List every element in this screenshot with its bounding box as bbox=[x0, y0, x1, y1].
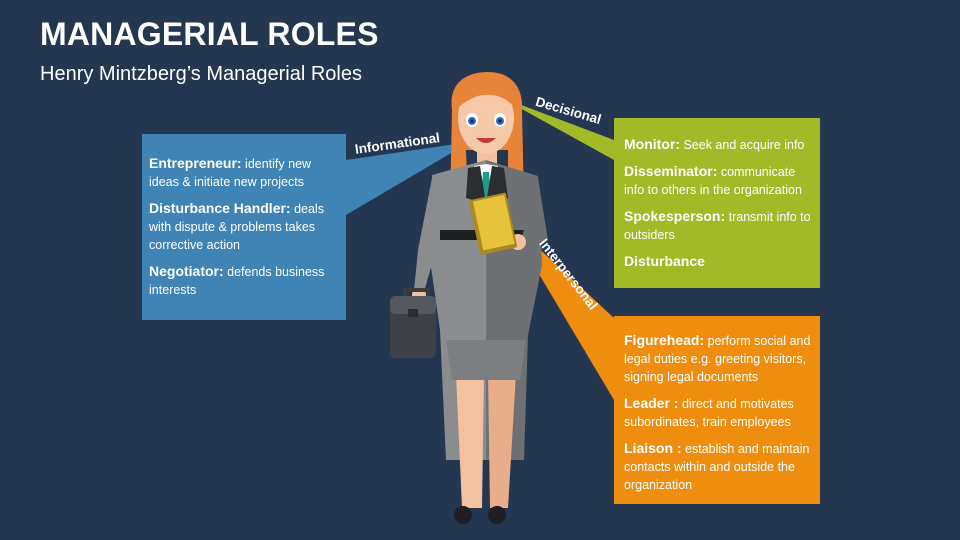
page-title: MANAGERIAL ROLES bbox=[40, 16, 379, 52]
informational-beam bbox=[346, 142, 470, 215]
decisional-box: Monitor: Seek and acquire info Dissemina… bbox=[614, 118, 820, 288]
role-leader: Leader : direct and motivates subordinat… bbox=[624, 395, 794, 429]
role-disturbance-handler: Disturbance Handler: deals with dispute … bbox=[149, 200, 324, 252]
role-monitor: Monitor: Seek and acquire info bbox=[624, 136, 805, 152]
role-liaison: Liaison : establish and maintain contact… bbox=[624, 440, 810, 492]
informational-box: Entrepreneur: identify new ideas & initi… bbox=[142, 134, 346, 320]
page-subtitle: Henry Mintzberg’s Managerial Roles bbox=[40, 63, 362, 85]
role-disseminator: Disseminator: communicate info to others… bbox=[624, 163, 802, 197]
role-negotiator: Negotiator: defends business interests bbox=[149, 263, 325, 297]
interpersonal-box: Figurehead: perform social and legal dut… bbox=[614, 316, 820, 504]
briefcase-icon bbox=[390, 288, 436, 358]
role-entrepreneur: Entrepreneur: identify new ideas & initi… bbox=[149, 155, 312, 189]
role-disturbance: Disturbance bbox=[624, 253, 705, 269]
role-spokesperson: Spokesperson: transmit info to outsiders bbox=[624, 208, 811, 242]
folder-icon bbox=[468, 192, 518, 255]
decisional-beam bbox=[500, 97, 614, 160]
role-figurehead: Figurehead: perform social and legal dut… bbox=[624, 332, 811, 384]
